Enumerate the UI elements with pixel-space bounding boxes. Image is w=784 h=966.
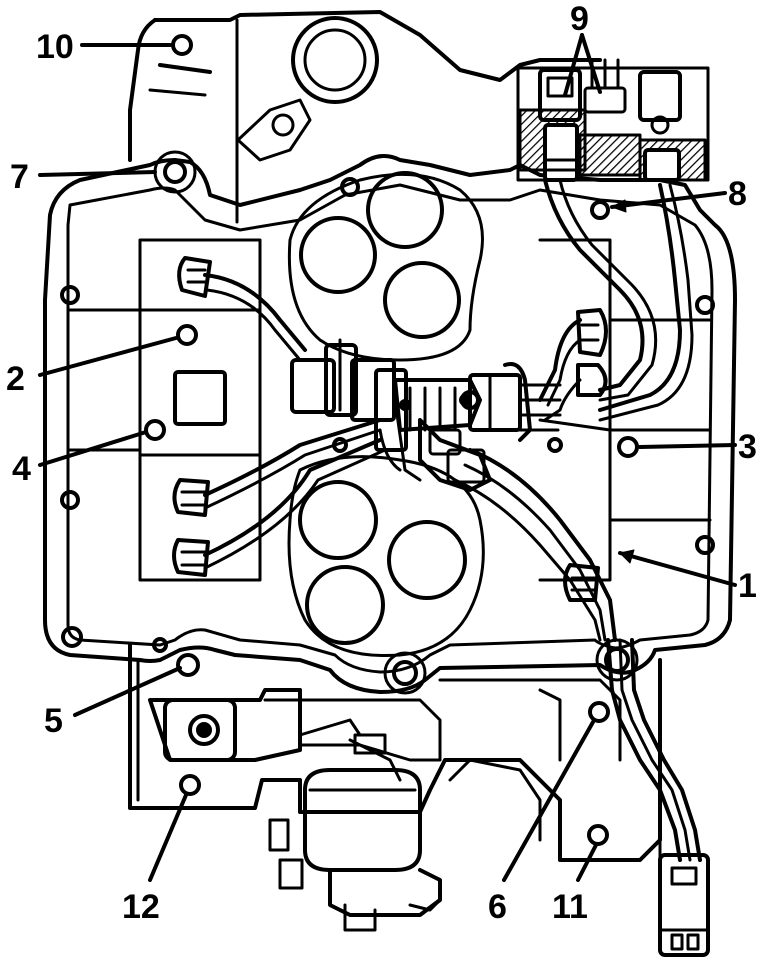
leader-4 — [38, 430, 148, 467]
callout-2: 2 — [6, 360, 25, 398]
callout-12: 12 — [122, 888, 160, 926]
leader-lines — [38, 33, 737, 882]
callout-3: 3 — [738, 428, 757, 466]
leader-3 — [638, 443, 737, 449]
callout-7: 7 — [10, 158, 29, 196]
injector-connectors — [172, 256, 608, 602]
arrow-1 — [619, 549, 635, 564]
upper-housing — [128, 10, 602, 224]
callout-8: 8 — [728, 175, 747, 213]
leader-9b — [580, 33, 602, 94]
callout-10: 10 — [36, 28, 74, 66]
callout-6: 6 — [488, 888, 507, 926]
leader-2 — [38, 336, 178, 377]
top-right-connector-block — [516, 58, 710, 182]
callout-11: 11 — [552, 888, 588, 926]
center-sensor-assembly — [290, 338, 562, 492]
leader-12 — [148, 793, 188, 882]
wiring-harness — [203, 178, 702, 862]
callout-labels: 1 2 3 4 5 6 7 8 9 10 11 12 — [6, 0, 757, 926]
callout-4: 4 — [12, 450, 31, 488]
leader-1 — [618, 551, 737, 587]
leader-6 — [502, 720, 595, 882]
leader-11 — [576, 843, 598, 882]
inner-panels — [66, 238, 712, 582]
leader-5 — [73, 666, 182, 717]
callout-9: 9 — [570, 0, 589, 38]
leader-7 — [38, 170, 157, 177]
leader-8 — [610, 191, 727, 209]
callout-5: 5 — [44, 702, 63, 740]
idle-air-control-motor — [268, 733, 442, 932]
leader-9a — [563, 33, 584, 97]
harness-connector-plug — [658, 853, 710, 957]
callout-1: 1 — [738, 567, 757, 605]
arrow-8 — [611, 199, 627, 213]
